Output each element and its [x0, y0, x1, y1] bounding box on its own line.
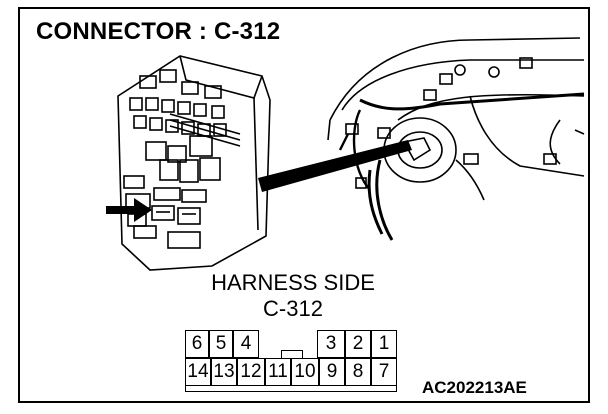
connector-pinout: 6 5 4 3 2 1 14 13 12 11 10 9 8 7 — [181, 330, 401, 394]
pin-11: 11 — [265, 358, 291, 386]
pin-9: 9 — [319, 358, 345, 386]
pin-5: 5 — [209, 330, 233, 358]
harness-connector-id: C-312 — [263, 296, 323, 321]
harness-side-label: HARNESS SIDE C-312 — [198, 270, 388, 322]
leader-wedge — [258, 140, 412, 192]
pin-4: 4 — [233, 330, 259, 358]
harness-side-text: HARNESS SIDE — [211, 270, 375, 295]
pin-6: 6 — [185, 330, 209, 358]
pin-1: 1 — [371, 330, 397, 358]
pin-14: 14 — [185, 358, 211, 386]
pointer-arrow — [106, 198, 152, 222]
reference-code: AC202213AE — [422, 378, 527, 397]
dashboard-harness-illustration — [327, 37, 585, 241]
pin-12: 12 — [237, 358, 265, 386]
pin-10: 10 — [291, 358, 319, 386]
connector-latch — [281, 350, 303, 361]
pin-13: 13 — [211, 358, 237, 386]
pin-7: 7 — [371, 358, 397, 386]
junction-block-illustration — [117, 55, 271, 271]
diagram-frame — [18, 7, 590, 403]
connector-housing-lip — [185, 386, 397, 392]
pin-8: 8 — [345, 358, 371, 386]
connector-title: CONNECTOR : C-312 — [36, 18, 281, 45]
pin-3: 3 — [317, 330, 345, 358]
pin-2: 2 — [345, 330, 371, 358]
